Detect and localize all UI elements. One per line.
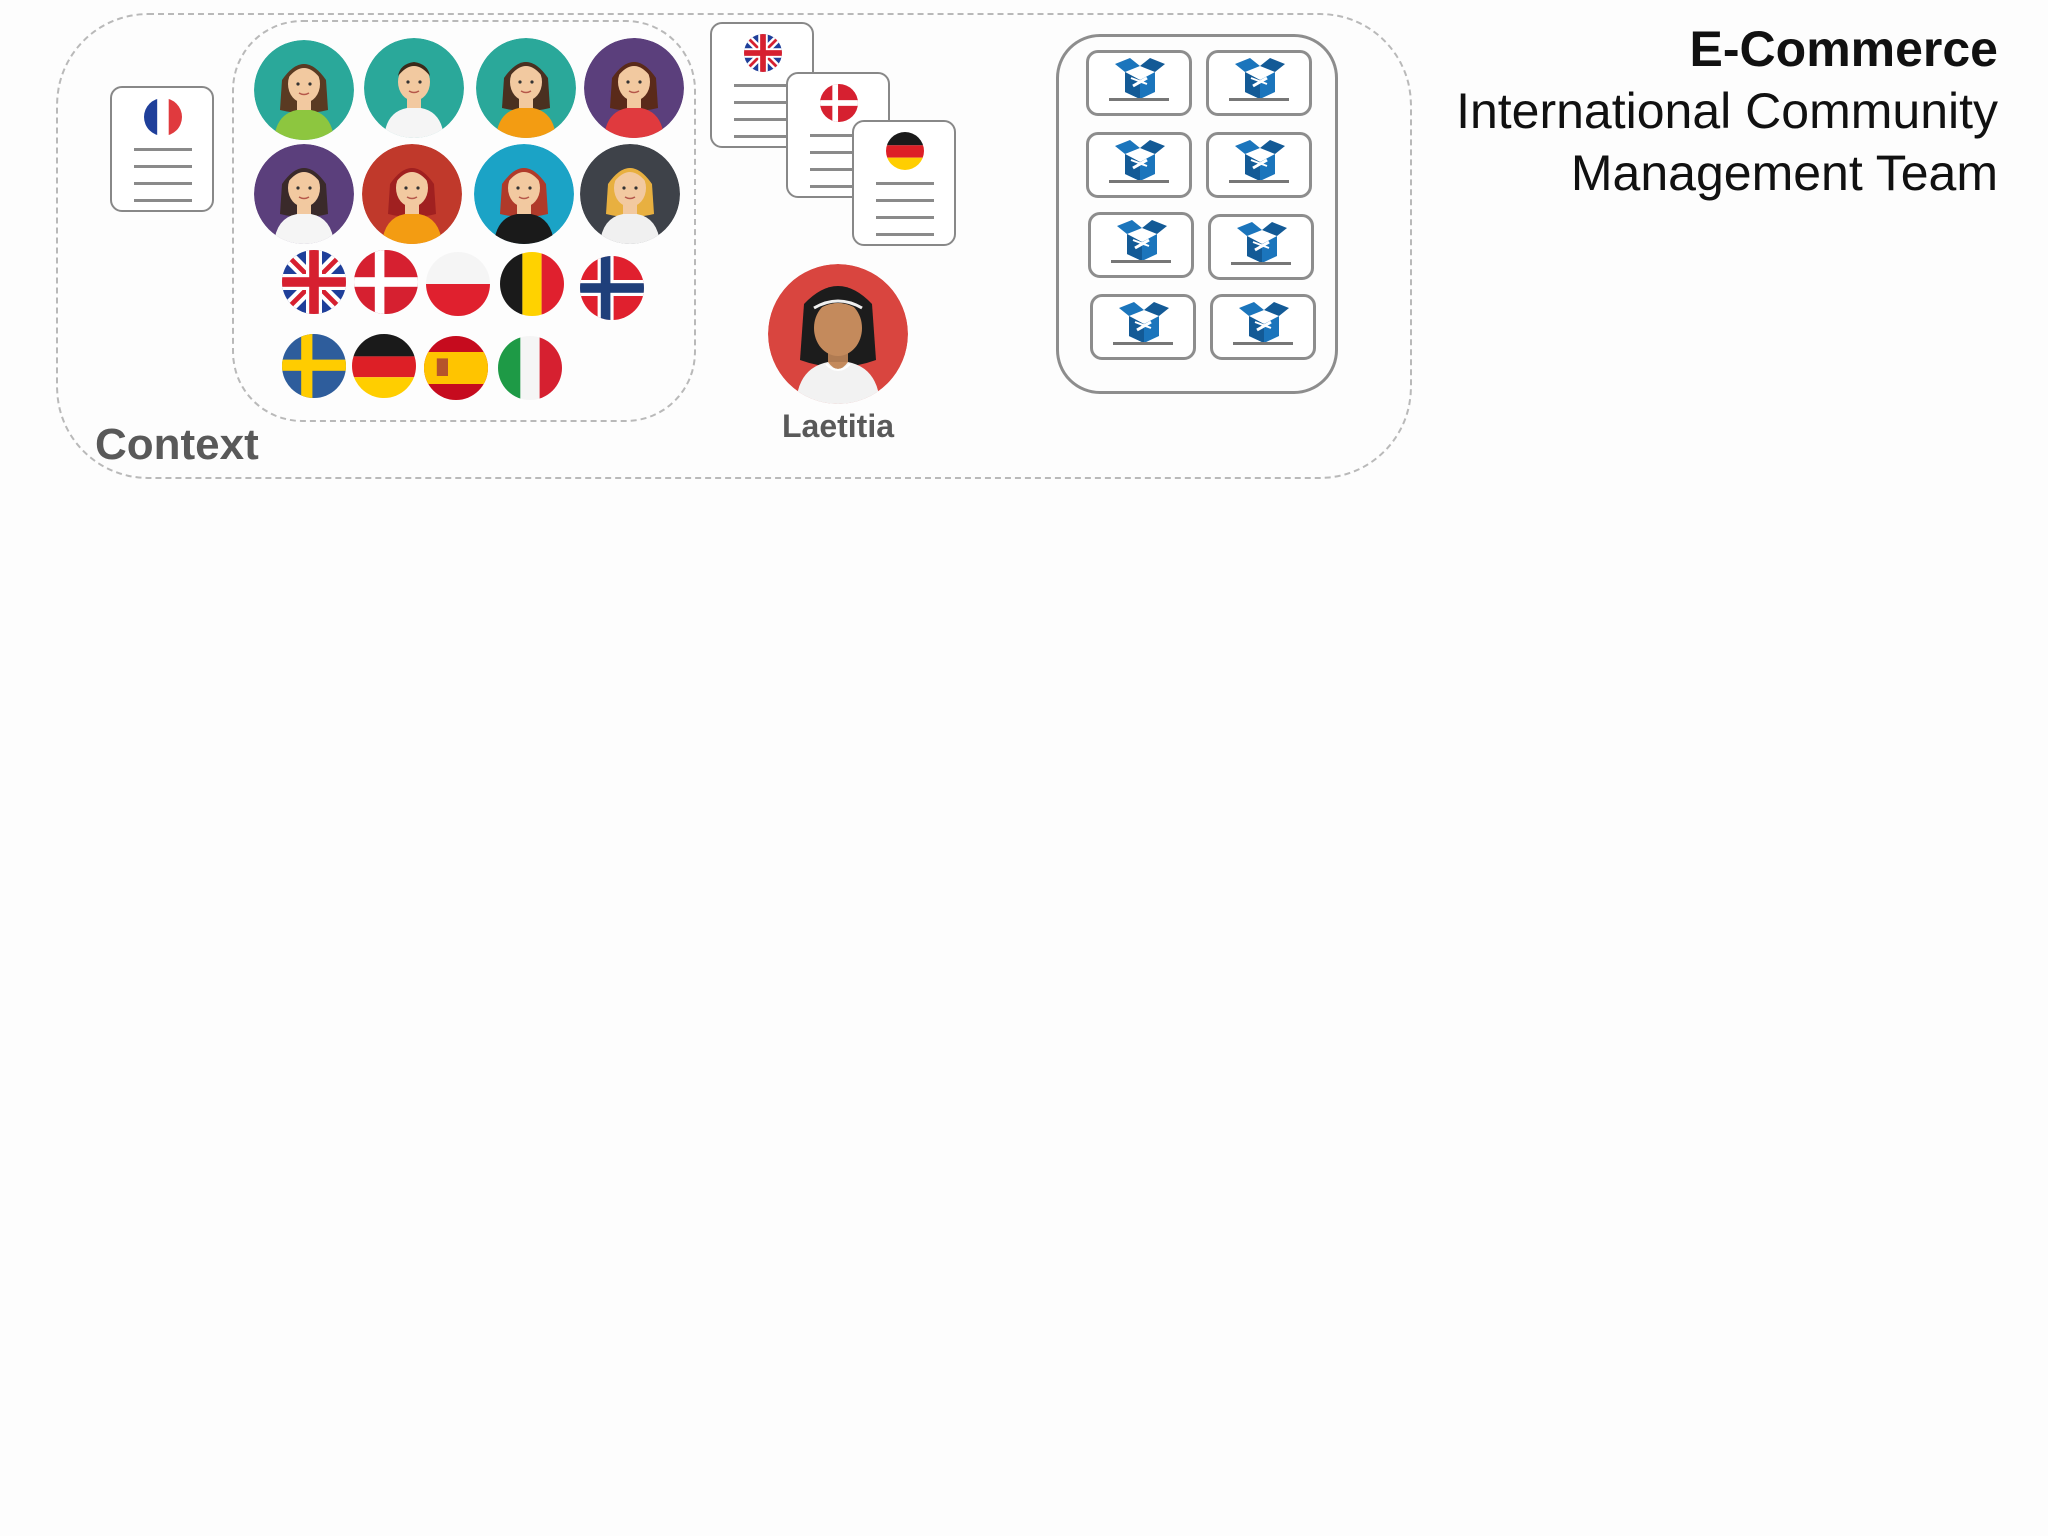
woman-avatar-icon: [476, 38, 576, 138]
germany-flag-icon: [886, 132, 924, 170]
woman-avatar-icon: [254, 144, 354, 244]
norway-flag-icon: [580, 256, 644, 320]
woman-avatar-icon: [584, 38, 684, 138]
team-region: [232, 20, 696, 422]
man-avatar-icon: [364, 38, 464, 138]
woman-avatar-icon: [474, 144, 574, 244]
denmark-flag-icon: [820, 84, 858, 122]
product-item: [1086, 50, 1192, 116]
page-subtitle-line-2: Management Team: [1570, 145, 1998, 201]
woman-avatar-icon: [362, 144, 462, 244]
translated-document-germany: [852, 120, 956, 246]
products-box: [1056, 34, 1338, 394]
open-box-icon: [1117, 220, 1167, 261]
product-item: [1208, 214, 1314, 280]
woman-avatar-icon: [580, 144, 680, 244]
laetitia-avatar: [768, 264, 908, 404]
title-block: E-Commerce International Community Manag…: [1456, 18, 1998, 204]
germany-flag-icon: [352, 334, 416, 398]
open-box-icon: [1119, 302, 1169, 343]
source-document: [110, 86, 214, 212]
product-item: [1210, 294, 1316, 360]
laetitia-name: Laetitia: [781, 408, 895, 444]
open-box-icon: [1239, 302, 1289, 343]
woman-avatar-icon: [254, 40, 354, 140]
open-box-icon: [1115, 140, 1165, 181]
product-item: [1088, 212, 1194, 278]
open-box-icon: [1237, 222, 1287, 263]
denmark-flag-icon: [354, 250, 418, 314]
france-flag-icon: [144, 98, 182, 136]
open-box-icon: [1115, 58, 1165, 99]
page-title: E-Commerce: [1689, 21, 1998, 77]
spain-flag-icon: [424, 336, 488, 400]
belgium-flag-icon: [500, 252, 564, 316]
sweden-flag-icon: [282, 334, 346, 398]
page-subtitle-line-1: International Community: [1456, 83, 1998, 139]
context-region: [56, 13, 1412, 479]
italy-flag-icon: [498, 336, 562, 400]
product-item: [1090, 294, 1196, 360]
product-item: [1206, 50, 1312, 116]
product-item: [1206, 132, 1312, 198]
uk-flag-icon: [282, 250, 346, 314]
uk-flag-icon: [744, 34, 782, 72]
product-item: [1086, 132, 1192, 198]
open-box-icon: [1235, 140, 1285, 181]
context-label: Context: [95, 420, 259, 469]
open-box-icon: [1235, 58, 1285, 99]
poland-flag-icon: [426, 252, 490, 316]
